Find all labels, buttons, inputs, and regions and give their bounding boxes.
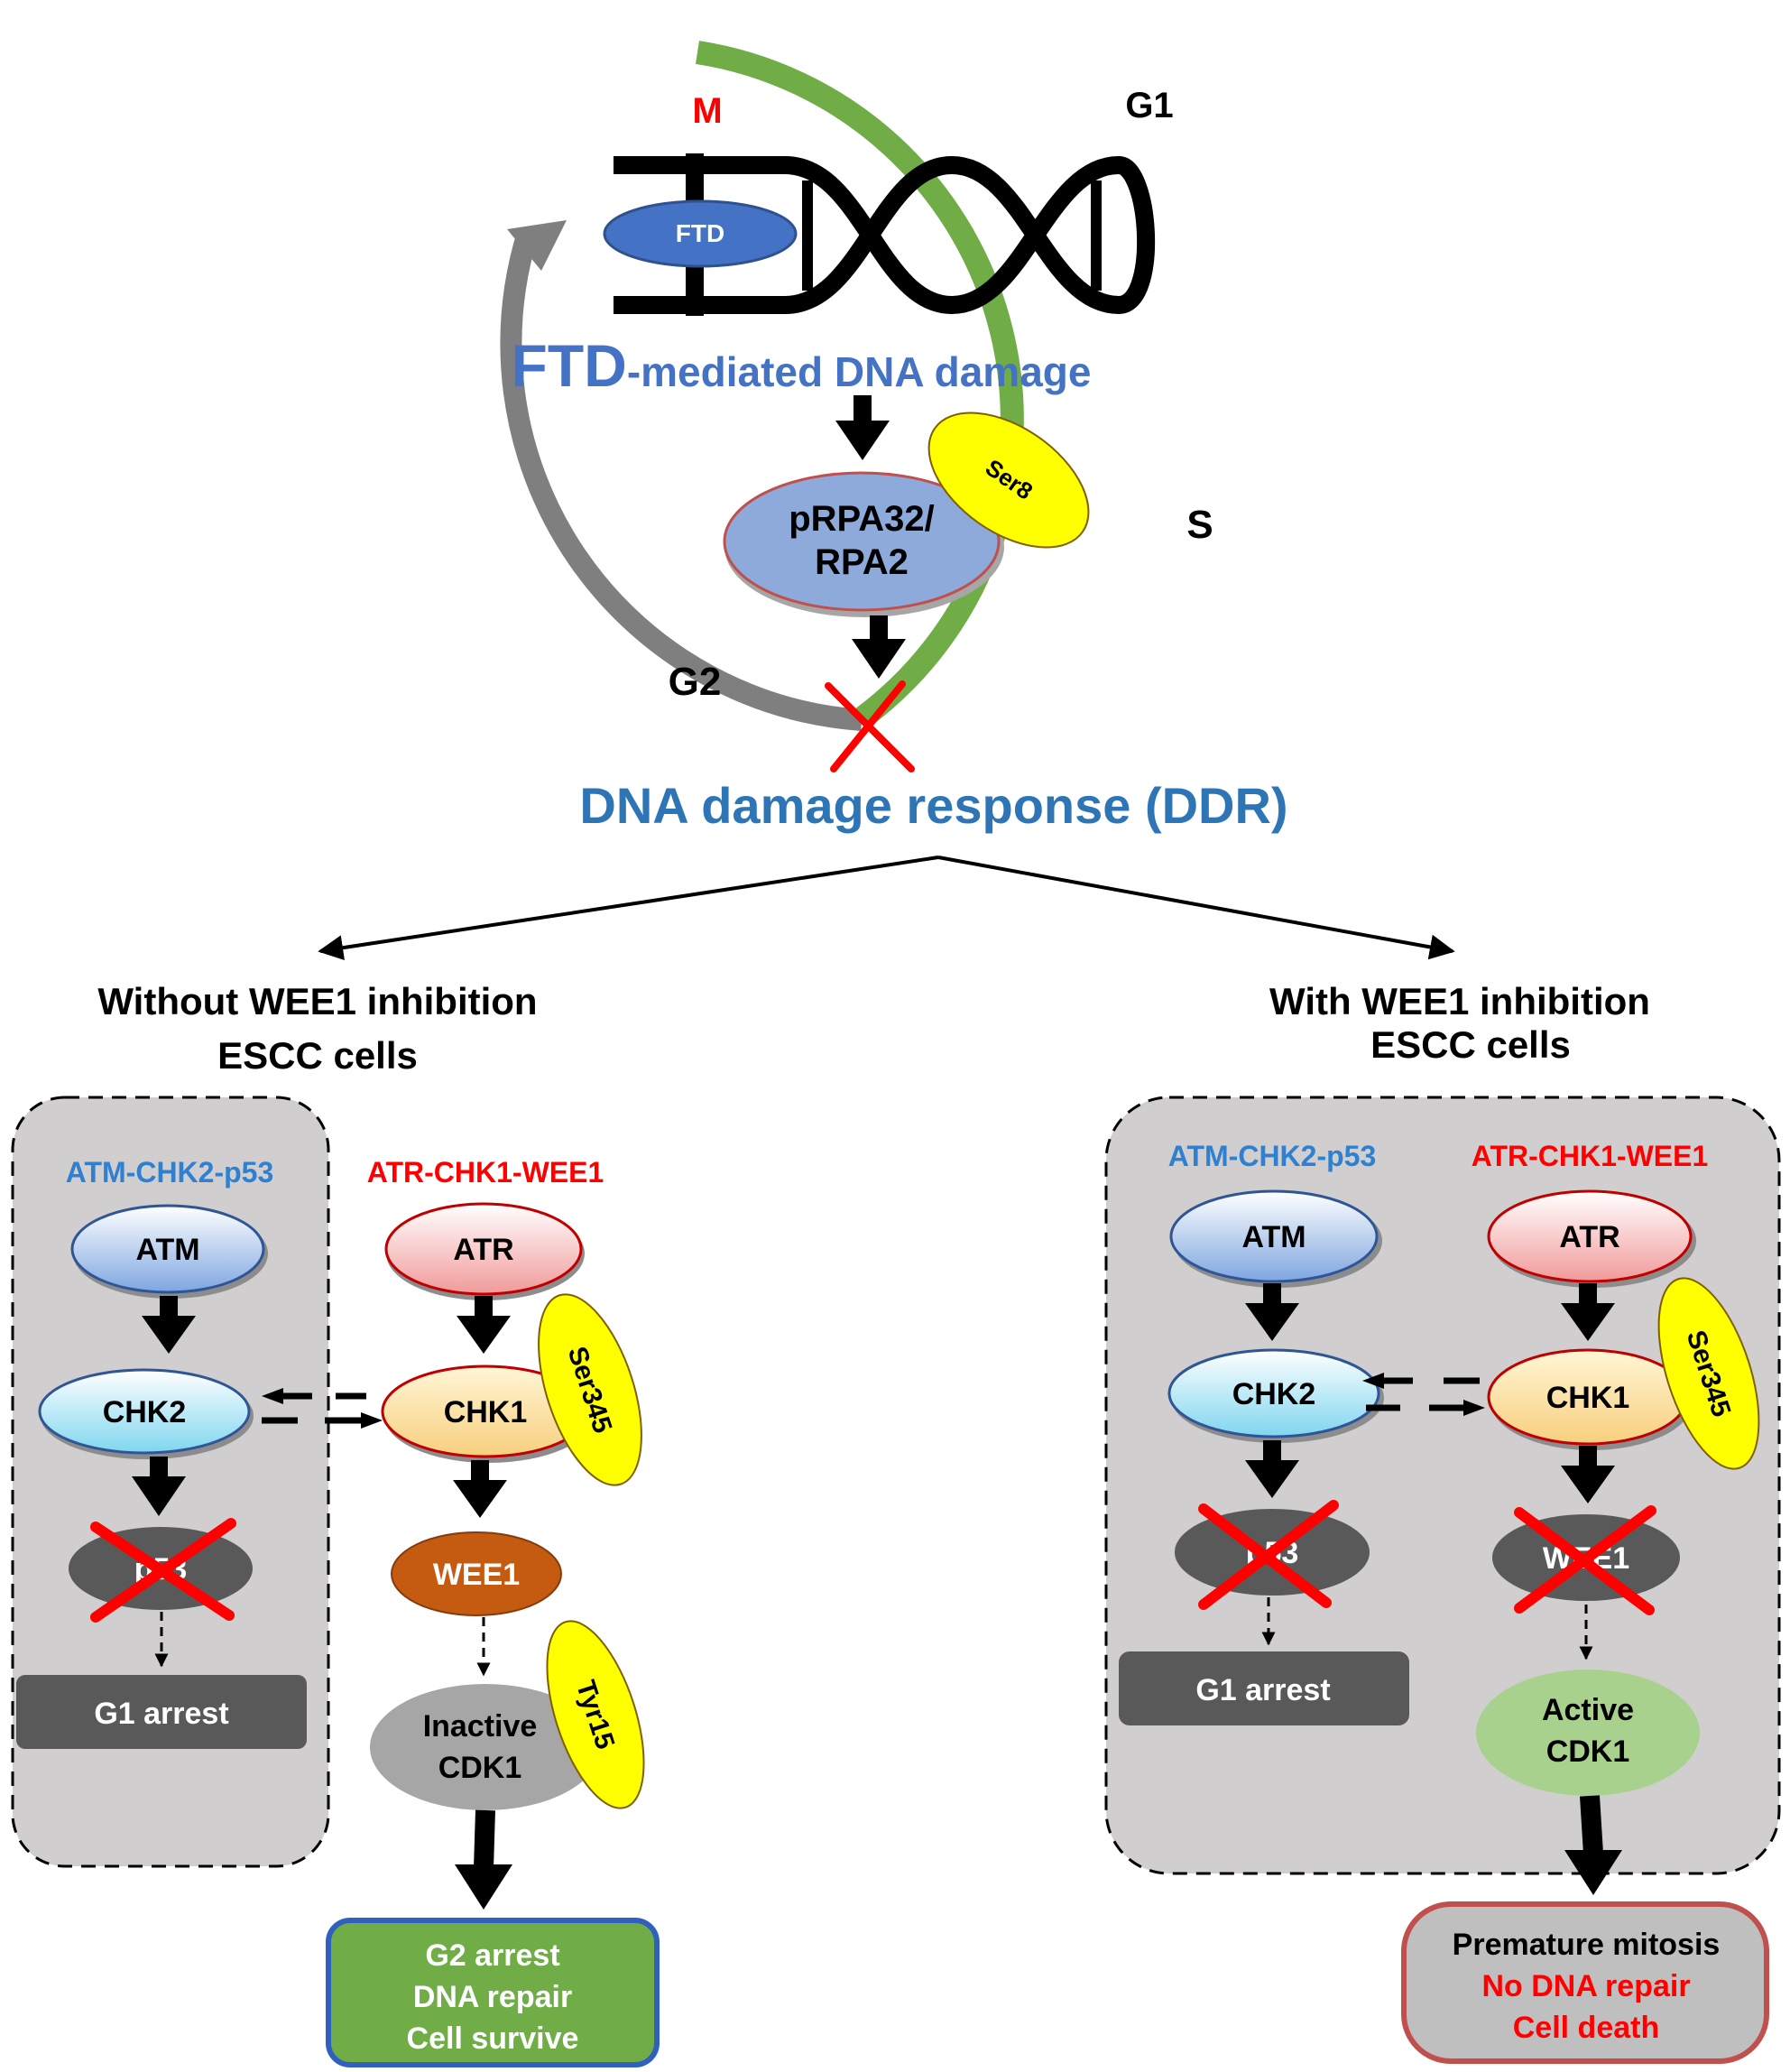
ftd-damage-title: FTD-mediated DNA damage <box>512 332 1092 399</box>
arrow-ftd-to-rpa <box>835 421 890 460</box>
right-atm-node <box>1169 1189 1379 1283</box>
left-cdk1-node <box>370 1684 601 1810</box>
right-atm-label: ATM <box>1241 1220 1306 1254</box>
left-outcome-box <box>326 1918 660 2067</box>
right-g1-arrest-box <box>1119 1651 1409 1725</box>
rpa-node <box>723 471 1004 617</box>
left-chk-exchange-arrows <box>262 1388 383 1429</box>
left-ser345-badge <box>538 1293 642 1486</box>
left-atm-label: ATM <box>135 1233 199 1267</box>
left-cdk1-line1: Inactive <box>423 1709 538 1744</box>
left-outcome-line2: DNA repair <box>413 1980 572 2014</box>
dna-helix <box>603 153 1155 316</box>
left-heading-line2: ESCC cells <box>217 1034 418 1077</box>
arrow-rpa-to-ddr <box>852 639 906 679</box>
ser8-badge <box>927 412 1090 549</box>
right-chk2-node <box>1167 1348 1380 1438</box>
left-wee1-node <box>391 1531 562 1616</box>
left-pathway-atr: ATR-CHK1-WEE1 <box>367 1156 604 1189</box>
left-heading-line1: Without WEE1 inhibition <box>97 980 537 1022</box>
left-g1-arrest-box <box>16 1675 307 1749</box>
left-cdk1-line2: CDK1 <box>438 1751 522 1785</box>
right-chk1-label: CHK1 <box>1546 1381 1630 1415</box>
right-atr-label: ATR <box>1559 1220 1619 1254</box>
ftd-oval <box>603 199 798 268</box>
red-x-cross <box>825 680 915 772</box>
right-outcome-line1: Premature mitosis <box>1453 1928 1721 1962</box>
right-chk-exchange-arrows <box>1362 1373 1485 1416</box>
left-tyr15-badge <box>546 1620 645 1809</box>
right-cdk1-line1: Active <box>1542 1693 1634 1727</box>
ddr-title: DNA damage response (DDR) <box>579 777 1287 834</box>
left-atr-node <box>384 1202 583 1296</box>
right-pathway-atr: ATR-CHK1-WEE1 <box>1472 1140 1709 1172</box>
branch-arrow-left <box>318 856 939 961</box>
left-atm-node <box>70 1204 265 1294</box>
title-ftd: FTD <box>512 332 627 399</box>
left-p53-red-x <box>90 1518 236 1623</box>
branch-arrow-right <box>937 856 1455 960</box>
right-p53-red-x <box>1198 1500 1339 1610</box>
right-chk2-label: CHK2 <box>1232 1377 1316 1411</box>
title-rest: -mediated DNA damage <box>627 348 1092 395</box>
right-wee1-red-x <box>1514 1505 1656 1615</box>
ftd-oval-label: FTD <box>676 219 724 247</box>
phase-m-label: M <box>692 91 722 131</box>
right-cdk1-node <box>1476 1670 1700 1796</box>
g2-arc <box>500 229 863 731</box>
right-atr-node <box>1487 1189 1693 1283</box>
right-heading-line2: ESCC cells <box>1370 1023 1571 1066</box>
left-chk2-label: CHK2 <box>103 1395 187 1429</box>
right-ser345-badge <box>1657 1277 1760 1470</box>
rpa-label-line2: RPA2 <box>815 542 909 582</box>
left-atr-label: ATR <box>453 1233 513 1267</box>
rpa-label-line1: pRPA32/ <box>789 499 935 539</box>
cell-cycle: M G1 S G2 <box>500 41 1213 731</box>
left-outcome-line1: G2 arrest <box>425 1938 559 1973</box>
green-arc <box>695 41 1024 729</box>
g2-arc-arrowhead <box>507 220 567 271</box>
left-wee1-label: WEE1 <box>433 1558 520 1592</box>
left-g1-arrest-label: G1 arrest <box>94 1697 228 1731</box>
phase-s-label: S <box>1186 503 1213 547</box>
right-cdk1-line2: CDK1 <box>1546 1734 1630 1769</box>
left-pathway-atm: ATM-CHK2-p53 <box>66 1156 274 1189</box>
right-outcome-box <box>1401 1901 1769 2064</box>
phase-g1-label: G1 <box>1125 86 1173 125</box>
right-outcome-line3: Cell death <box>1513 2011 1659 2045</box>
right-g1-arrest-label: G1 arrest <box>1195 1673 1330 1707</box>
right-outcome-line2: No DNA repair <box>1481 1969 1690 2003</box>
left-chk1-label: CHK1 <box>444 1395 528 1429</box>
left-outcome-line3: Cell survive <box>407 2021 579 2056</box>
right-heading-line1: With WEE1 inhibition <box>1269 980 1650 1022</box>
right-pathway-atm: ATM-CHK2-p53 <box>1168 1140 1377 1172</box>
phase-g2-label: G2 <box>669 660 722 704</box>
left-chk2-node <box>38 1368 251 1455</box>
